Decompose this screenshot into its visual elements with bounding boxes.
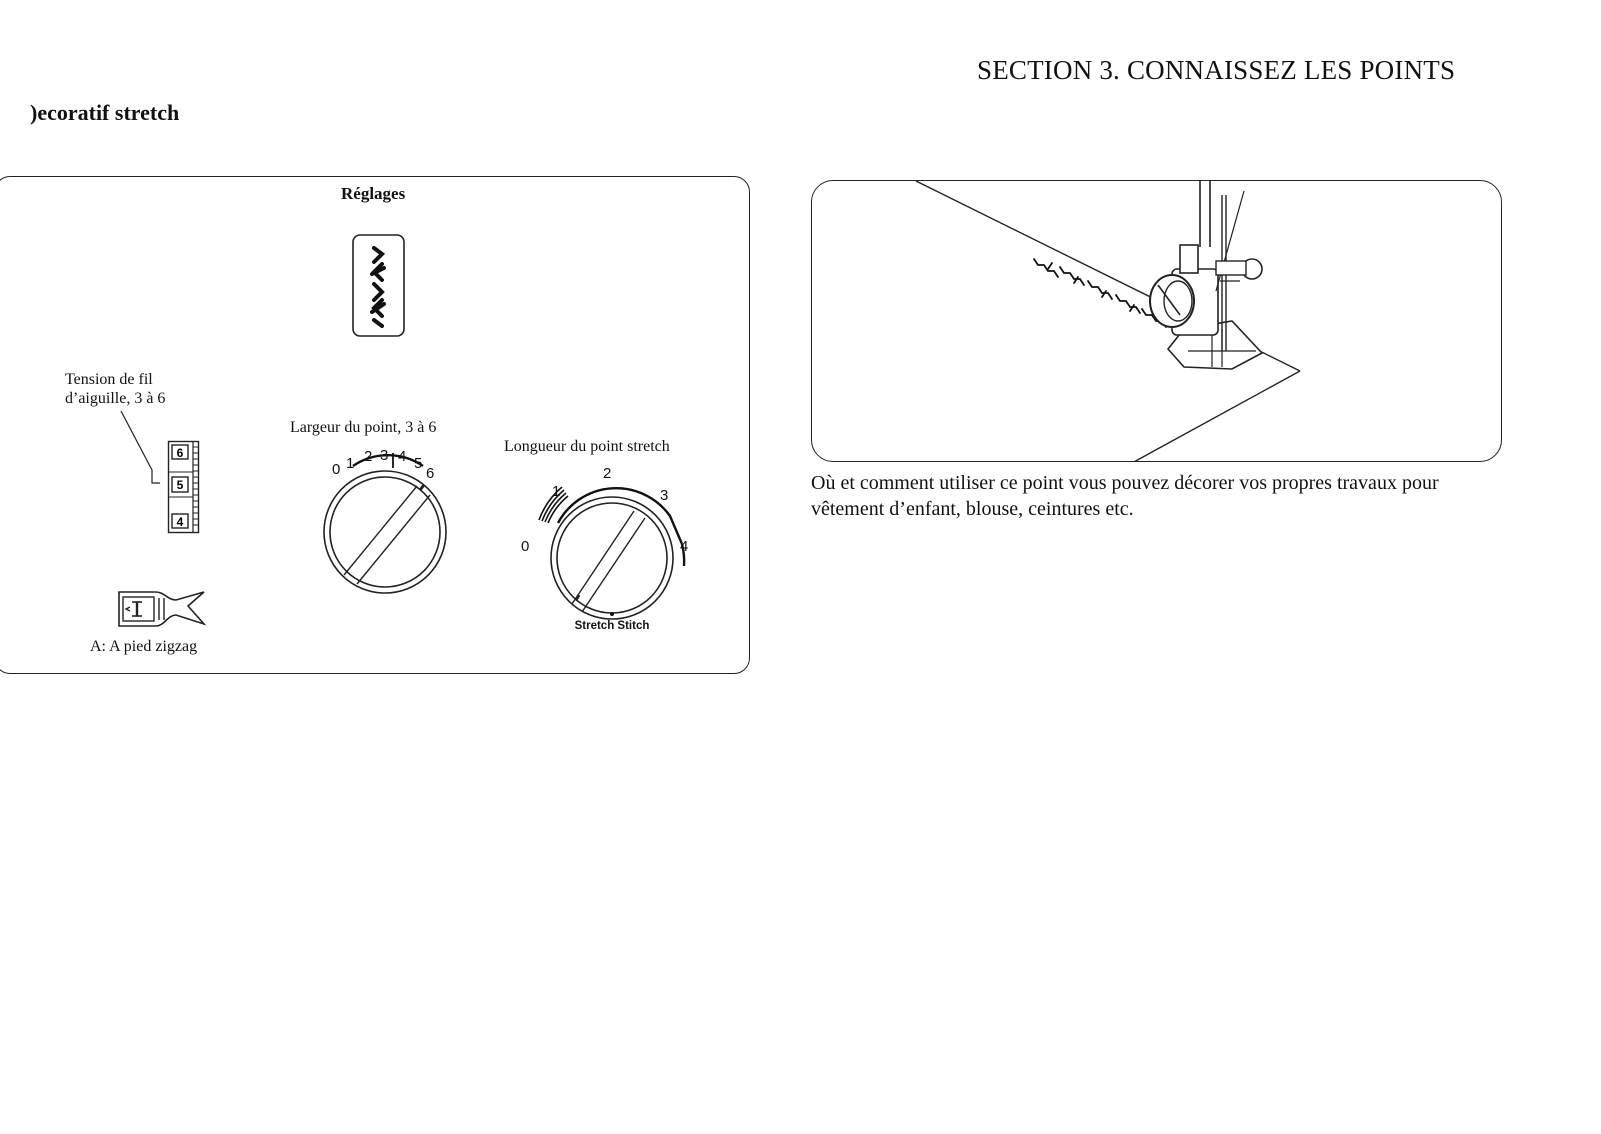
stitch-pattern-icon [352, 234, 405, 337]
width-dial-6: 6 [426, 465, 434, 482]
width-dial-2: 2 [364, 448, 372, 465]
sewing-illustration-panel [811, 180, 1502, 462]
length-dial-4: 4 [680, 538, 688, 555]
width-dial-3: 3 [380, 447, 388, 464]
stretch-stitch-caption: Stretch Stitch [575, 620, 650, 632]
tension-label: Tension de fil d’aiguille, 3 à 6 [65, 370, 165, 408]
presser-foot-label: A: A pied zigzag [90, 638, 198, 655]
sewing-machine-foot-illustration [915, 181, 1301, 461]
width-dial-5: 5 [414, 455, 422, 472]
presser-foot-icon [118, 591, 207, 627]
length-dial-3: 3 [660, 487, 668, 504]
tension-scale-icon: 6 5 4 [167, 440, 200, 534]
width-dial-1: 1 [346, 455, 354, 472]
length-dial-0: 0 [521, 538, 529, 555]
stitch-width-dial: 0 1 2 3 4 5 6 [323, 447, 447, 594]
tension-label-line2: d’aiguille, 3 à 6 [65, 390, 166, 407]
settings-heading: Réglages [341, 184, 406, 203]
tension-value-6: 6 [177, 446, 184, 460]
stitch-width-label: Largeur du point, 3 à 6 [290, 419, 437, 436]
section-heading: SECTION 3. CONNAISSEZ LES POINTS [977, 55, 1456, 85]
length-dial-1: 1 [552, 483, 560, 500]
tension-leader-line [120, 410, 160, 484]
stitch-length-dial: 0 1 2 3 4 Stretch Stitch [521, 465, 688, 632]
settings-panel [0, 176, 750, 674]
page-title: )ecoratif stretch [30, 100, 180, 125]
tension-value-5: 5 [177, 478, 184, 492]
usage-description: Où et comment utiliser ce point vous pou… [811, 472, 1439, 520]
width-dial-4: 4 [398, 448, 406, 465]
stitch-length-label: Longueur du point stretch [504, 438, 670, 455]
width-dial-0: 0 [332, 461, 340, 478]
length-dial-2: 2 [603, 465, 611, 482]
tension-value-4: 4 [177, 515, 184, 529]
tension-label-line1: Tension de fil [65, 371, 153, 388]
